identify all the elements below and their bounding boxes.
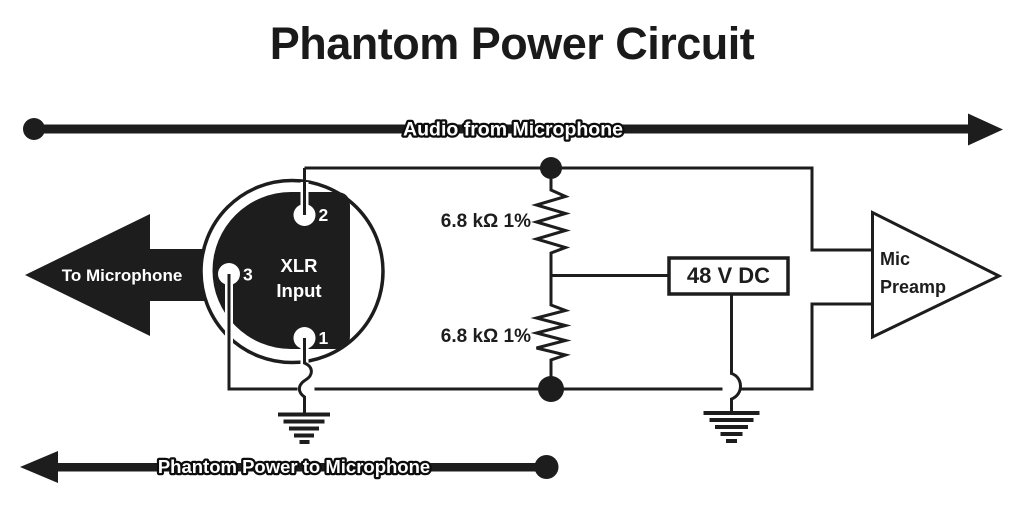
xlr-insert-shape — [212, 192, 350, 349]
to-microphone-arrow: To Microphone — [25, 214, 233, 336]
left-arrow-label: To Microphone — [62, 266, 183, 285]
left-arrowhead-icon — [20, 451, 58, 483]
junction-dot-bottom — [538, 376, 564, 402]
junction-dot-top — [540, 157, 562, 179]
resistor-bottom-label: 6.8 kΩ 1% — [441, 326, 531, 347]
xlr-label-line1: XLR — [281, 255, 318, 276]
xlr-label-line2: Input — [276, 280, 321, 301]
diagram-title: Phantom Power Circuit — [270, 18, 755, 69]
mic-preamp-triangle — [871, 210, 1003, 340]
circuit-wiring: 6.8 kΩ 1% 6.8 kΩ 1% 48 V DC Mic Preamp — [278, 157, 1003, 444]
pin-1-ground-wire — [297, 338, 313, 413]
power-supply-box — [667, 256, 790, 296]
audio-from-microphone-arrow: Audio from Microphone — [23, 113, 1003, 146]
return-bus-right-wire — [739, 302, 873, 391]
xlr-connector: 2 3 1 XLR Input — [199, 168, 385, 413]
pin-2-number: 2 — [319, 205, 329, 225]
preamp-label-line1: Mic — [880, 249, 910, 269]
pin-3-number: 3 — [243, 265, 253, 285]
right-arrowhead-icon — [968, 113, 1003, 146]
resistor-top-label: 6.8 kΩ 1% — [441, 211, 531, 232]
audio-bus-wire — [304, 166, 873, 252]
power-supply-label: 48 V DC — [687, 263, 770, 288]
bottom-arrow-label: Phantom Power to Microphone — [158, 456, 430, 477]
pin-3-wire — [227, 274, 298, 391]
ground-symbol-left-icon — [278, 412, 330, 444]
resistor-divider-chain — [530, 168, 572, 389]
top-arrow-label: Audio from Microphone — [403, 119, 623, 141]
to-microphone-arrow-shape — [25, 214, 233, 336]
preamp-label-line2: Preamp — [880, 277, 946, 297]
ground-symbol-right-icon — [703, 411, 760, 443]
supply-ground-wire — [730, 294, 742, 412]
pin-1-number: 1 — [319, 328, 329, 348]
bottom-arrow-shaft — [52, 463, 547, 472]
phantom-power-arrow: Phantom Power to Microphone — [20, 451, 559, 483]
top-arrow-shaft — [34, 124, 970, 134]
